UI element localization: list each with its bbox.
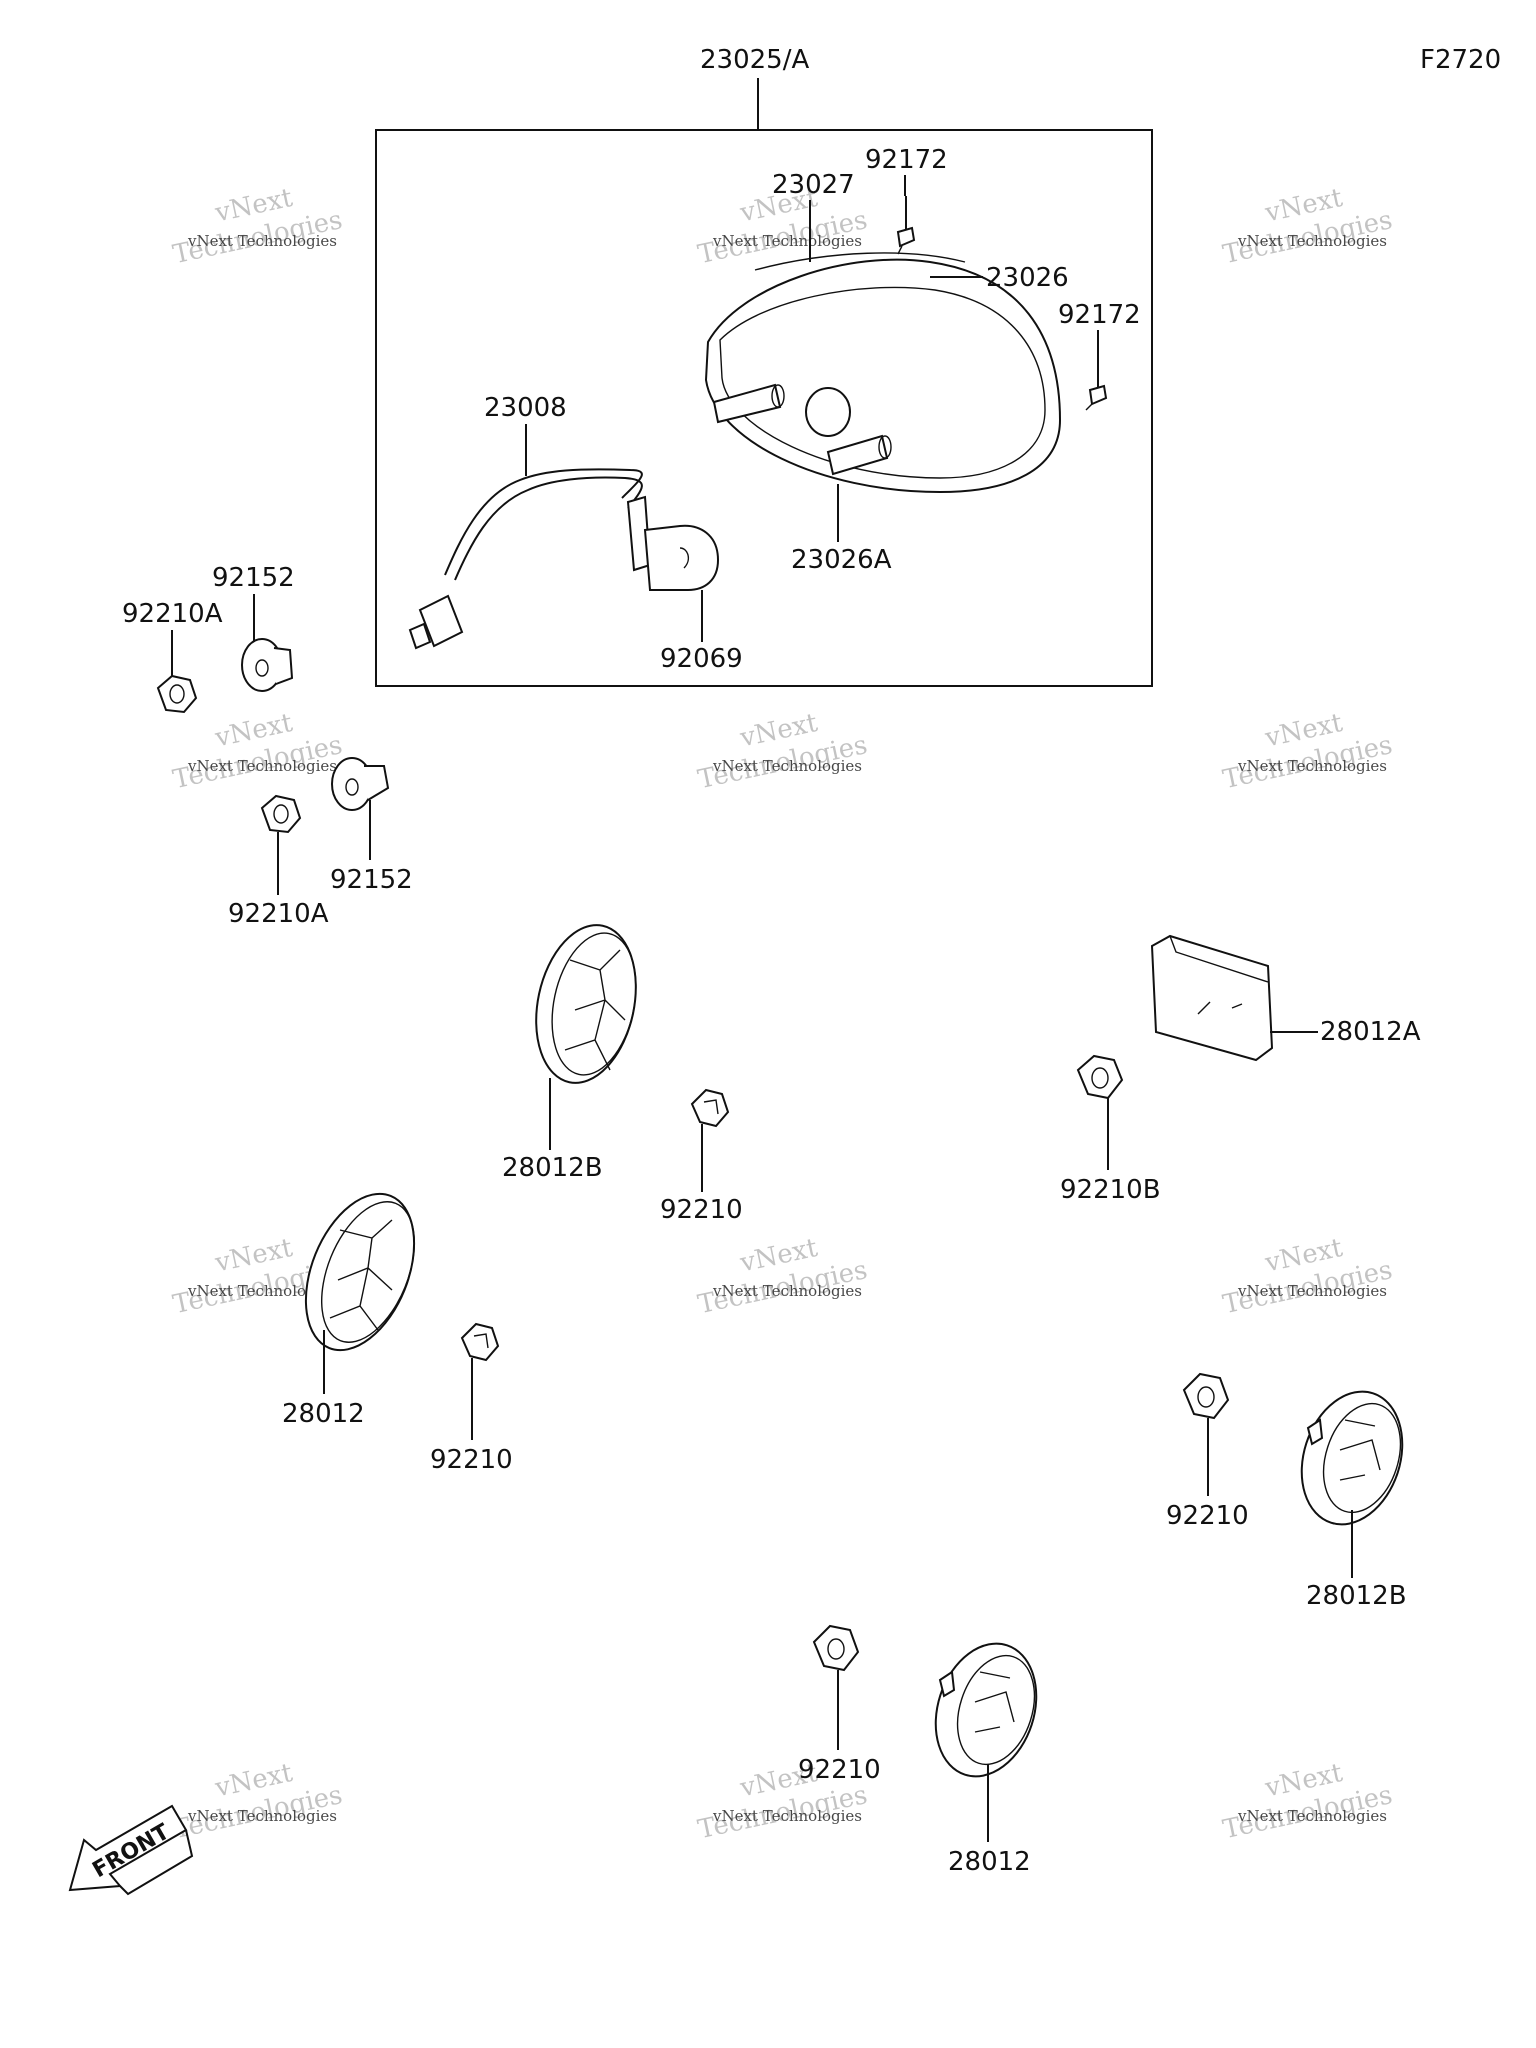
round-reflector-icon bbox=[1300, 1390, 1404, 1526]
part-label-92172-top: 92172 bbox=[865, 145, 948, 175]
part-label-92210-a: 92210 bbox=[660, 1195, 743, 1225]
round-reflector-icon bbox=[535, 924, 637, 1084]
hex-nut-icon bbox=[1076, 1054, 1124, 1100]
part-label-92210-c: 92210 bbox=[1166, 1501, 1249, 1531]
bulb-icon bbox=[643, 524, 720, 591]
hex-nut-icon bbox=[260, 794, 302, 834]
watermark-text: vNext Technologies bbox=[712, 757, 862, 775]
watermark-text: vNext Technologies bbox=[1237, 757, 1387, 775]
hex-nut-icon bbox=[690, 1088, 730, 1128]
part-label-92069: 92069 bbox=[660, 644, 743, 674]
screw-icon bbox=[896, 196, 916, 255]
part-label-28012-b: 28012 bbox=[948, 1847, 1031, 1877]
connector-icon bbox=[418, 594, 464, 648]
watermark-text: vNext Technologies bbox=[1237, 232, 1387, 250]
part-label-92210-b: 92210 bbox=[430, 1445, 513, 1475]
part-label-28012B-a: 28012B bbox=[502, 1153, 603, 1183]
part-label-23026A: 23026A bbox=[791, 545, 892, 575]
assembly-box bbox=[375, 129, 1153, 687]
part-label-92210A-b: 92210A bbox=[228, 899, 329, 929]
part-label-28012A: 28012A bbox=[1320, 1017, 1421, 1047]
watermark-text: vNext Technologies bbox=[1237, 1282, 1387, 1300]
watermark-text: vNext Technologies bbox=[187, 757, 337, 775]
grommet-icon bbox=[241, 638, 294, 692]
rectangular-reflector-icon bbox=[1150, 934, 1274, 1062]
hex-nut-icon bbox=[156, 674, 198, 714]
front-direction-arrow: FRONT bbox=[68, 1804, 194, 1896]
grommet-icon bbox=[331, 757, 390, 811]
part-label-23026: 23026 bbox=[986, 263, 1069, 293]
bulb-socket-hole bbox=[805, 387, 851, 437]
part-label-28012B-b: 28012B bbox=[1306, 1581, 1407, 1611]
watermark-text: vNext Technologies bbox=[187, 1807, 337, 1825]
hex-nut-icon bbox=[460, 1322, 500, 1362]
part-label-92210A-a: 92210A bbox=[122, 599, 223, 629]
part-label-92152-b: 92152 bbox=[330, 865, 413, 895]
round-reflector-icon bbox=[304, 1192, 416, 1352]
part-label-92152-a: 92152 bbox=[212, 563, 295, 593]
screw-icon bbox=[1085, 335, 1108, 411]
assembly-label: 23025/A bbox=[700, 45, 809, 75]
part-label-23008: 23008 bbox=[484, 393, 567, 423]
bulb-harness bbox=[408, 468, 720, 650]
watermark-text: vNext Technologies bbox=[712, 1282, 862, 1300]
part-label-92210B: 92210B bbox=[1060, 1175, 1161, 1205]
hex-nut-icon bbox=[812, 1624, 860, 1672]
part-label-92172-right: 92172 bbox=[1058, 300, 1141, 330]
tail-lamp-housing bbox=[704, 252, 1062, 494]
hex-nut-icon bbox=[1182, 1372, 1230, 1420]
watermark-text: vNext Technologies bbox=[1237, 1807, 1387, 1825]
watermark-text: vNext Technologies bbox=[712, 232, 862, 250]
watermark-text: vNext Technologies bbox=[187, 232, 337, 250]
watermark-text: vNext Technologies bbox=[187, 1282, 337, 1300]
round-reflector-icon bbox=[934, 1642, 1038, 1778]
part-label-92210-d: 92210 bbox=[798, 1755, 881, 1785]
watermark-text: vNext Technologies bbox=[712, 1807, 862, 1825]
figure-code: F2720 bbox=[1420, 45, 1501, 75]
part-label-28012-a: 28012 bbox=[282, 1399, 365, 1429]
part-label-23027: 23027 bbox=[772, 170, 855, 200]
